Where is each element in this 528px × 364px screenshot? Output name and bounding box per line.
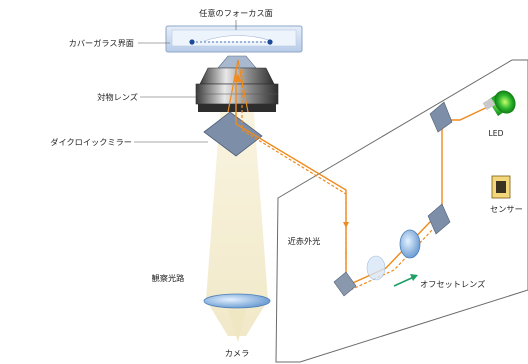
label-sensor: センサー: [490, 204, 523, 214]
label-nir-light: 近赤外光: [288, 236, 321, 246]
af-module-outline: [275, 59, 528, 363]
tube-lens: [203, 293, 271, 309]
arrow-icon: [393, 274, 418, 287]
beam-cone: [227, 59, 249, 113]
beam-arrow-up: [234, 74, 242, 82]
label-dichroic: ダイクロイックミラー: [50, 137, 132, 147]
focus-dot-right: [267, 39, 273, 45]
camera-beam: [228, 310, 246, 342]
nir-beam-dashed: [241, 70, 435, 293]
offset-lens: [366, 229, 421, 281]
label-objective: 対物レンズ: [97, 92, 138, 102]
label-cover-glass: カバーガラス界面: [69, 38, 134, 48]
dichroic-mirror: [203, 111, 263, 157]
label-observation-path: 観察光路: [152, 273, 185, 283]
af-mirror-lower: [427, 203, 451, 235]
af-mirror-upper: [429, 101, 453, 133]
label-led: LED: [489, 129, 504, 138]
beam-arrow-nir: [343, 222, 349, 228]
label-camera: カメラ: [225, 348, 250, 358]
af-mirror-bottom-left: [333, 271, 357, 297]
focus-dot-left: [189, 39, 195, 45]
objective-lens: [195, 55, 279, 112]
sensor-icon: [491, 175, 511, 199]
sample-holder: [165, 25, 303, 53]
led-icon: [482, 90, 516, 116]
label-offset-lens: オフセットレンズ: [420, 279, 485, 289]
label-focus-plane: 任意のフォーカス面: [199, 8, 273, 18]
